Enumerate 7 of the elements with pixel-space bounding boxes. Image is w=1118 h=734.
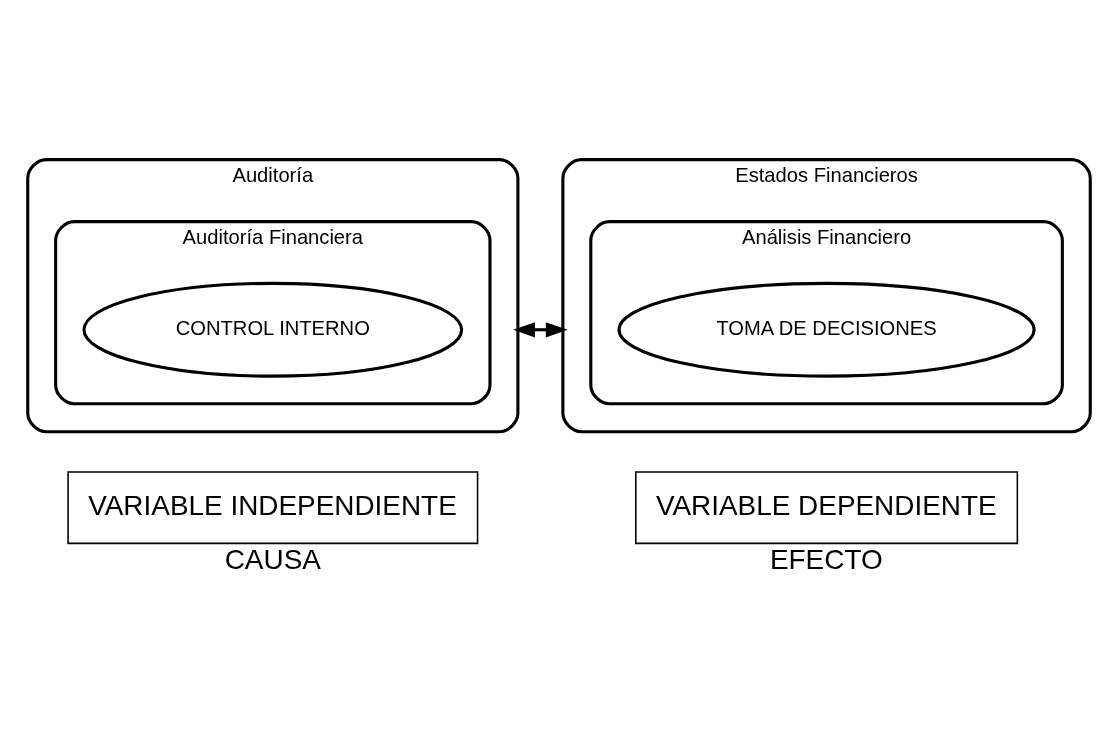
node-label: EFECTO	[769, 543, 883, 575]
arrow	[513, 322, 568, 338]
node-box: VARIABLE DEPENDIENTE	[635, 471, 1019, 545]
node-label: CAUSA	[224, 543, 321, 575]
node-ellipse: TOMA DE DECISIONES	[617, 281, 1036, 378]
node-box: VARIABLE INDEPENDIENTE	[67, 471, 479, 545]
node-ellipse: CONTROL INTERNO	[82, 281, 464, 378]
